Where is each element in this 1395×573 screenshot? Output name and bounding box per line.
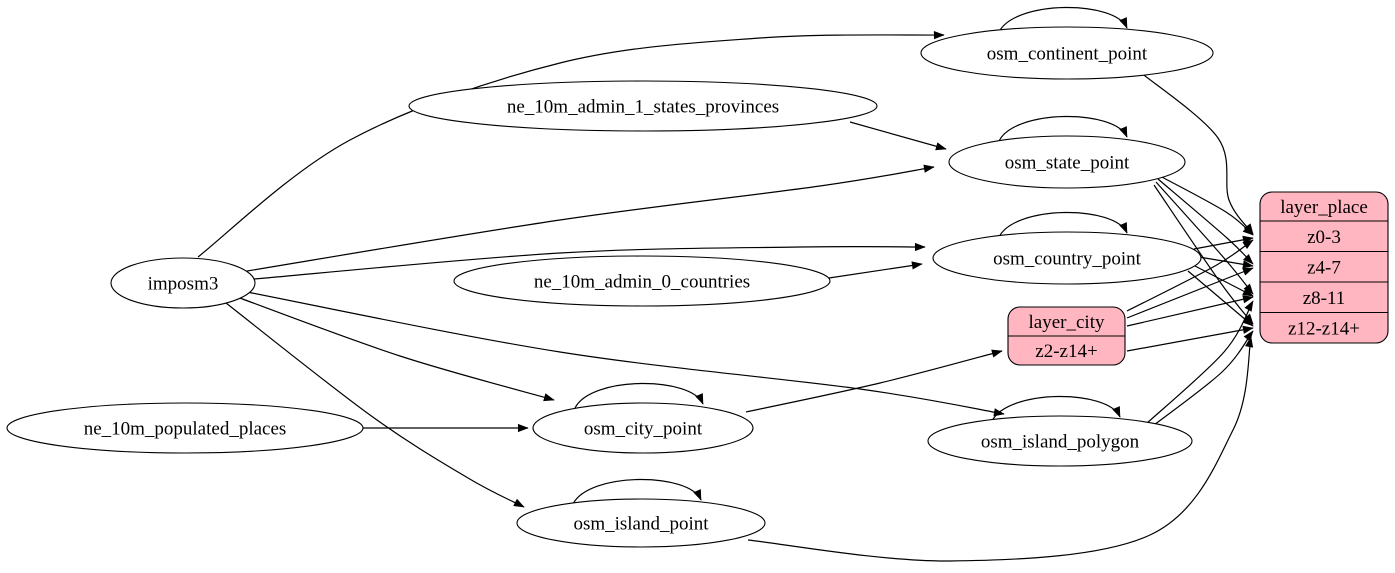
nodes-layer: imposm3 ne_10m_populated_places ne_10m_adm… — [6, 26, 1389, 548]
node-osm_continent_point: osm_continent_point — [920, 26, 1214, 80]
edge-osm_state_point-to-layer_place:z0-3 — [1159, 175, 1254, 236]
layer_place-row-z0-3: z0-3 — [1307, 227, 1341, 248]
edge-osm_country_point-self-loop — [998, 211, 1128, 238]
osm_state_point-label: osm_state_point — [1005, 153, 1130, 174]
edge-osm_country_point-to-layer_place:z8-11 — [1194, 265, 1254, 297]
edge-layer_city-to-layer_place:z12-z14+ — [1126, 325, 1254, 352]
osm_country_point-shape — [932, 231, 1202, 285]
edge-layer_city-to-layer_place:z8-11 — [1126, 295, 1254, 327]
edge-osm_island_polygon-self-loop — [991, 395, 1121, 422]
node-layer_place: layer_place z0-3 z4-7 z8-11 z12-z14+ — [1259, 191, 1389, 344]
edge-imposm3-to-osm_continent_point — [197, 31, 945, 258]
node-osm_island_polygon: osm_island_polygon — [927, 415, 1193, 467]
layer_city-header: layer_city — [1029, 312, 1105, 333]
edge-osm_island_polygon-to-layer_place:z12-z14+ — [1149, 330, 1254, 429]
edge-ne_10m_admin_1_states_provinces-to-osm_state_point — [849, 121, 947, 151]
node-osm_country_point: osm_country_point — [932, 231, 1202, 285]
edge-osm_state_point-to-layer_place:z12-z14+ — [1153, 184, 1254, 325]
edge-imposm3-to-osm_state_point — [246, 164, 935, 272]
layer_place-row-z4-7: z4-7 — [1307, 257, 1341, 278]
osm_island_polygon-shape — [927, 415, 1193, 467]
edge-imposm3-to-osm_country_point — [253, 242, 926, 280]
layer_place-shape — [1259, 191, 1389, 344]
imposm3-shape — [110, 257, 256, 309]
edge-osm_island_point-to-layer_place:z12-z14+ — [747, 336, 1254, 562]
layer_place-row-z12-z14+: z12-z14+ — [1288, 318, 1360, 339]
edge-ne_10m_admin_0_countries-to-osm_country_point — [828, 261, 923, 279]
node-ne_10m_admin_1_states_provinces: ne_10m_admin_1_states_provinces — [408, 80, 878, 132]
edge-osm_country_point-to-layer_place:z4-7 — [1198, 256, 1254, 269]
edge-osm_state_point-to-layer_place:z8-11 — [1155, 181, 1254, 295]
edge-osm_country_point-to-layer_place:z12-z14+ — [1187, 270, 1254, 327]
osm_island_point-label: osm_island_point — [573, 514, 709, 535]
ne_10m_admin_1_states_provinces-shape — [408, 80, 878, 132]
node-ne_10m_populated_places: ne_10m_populated_places — [6, 402, 364, 454]
osm_city_point-shape — [532, 402, 754, 454]
edge-imposm3-to-osm_island_polygon — [246, 291, 1005, 417]
edge-osm_continent_point-self-loop — [998, 6, 1128, 33]
edge-layer_city-to-layer_place:z4-7 — [1126, 267, 1254, 319]
ne_10m_admin_1_states_provinces-label: ne_10m_admin_1_states_provinces — [507, 97, 779, 118]
node-layer_city: layer_city z2-z14+ — [1007, 306, 1126, 366]
edge-osm_continent_point-to-layer_place:z0-3 — [1139, 71, 1254, 235]
layer_place-header: layer_place — [1280, 197, 1368, 218]
edge-imposm3-to-osm_island_point — [225, 302, 525, 508]
edge-osm_island_point-self-loop — [572, 478, 702, 505]
osm_continent_point-shape — [920, 26, 1214, 80]
osm_city_point-label: osm_city_point — [584, 419, 703, 440]
osm_state_point-shape — [948, 135, 1186, 189]
osm_island_polygon-label: osm_island_polygon — [981, 432, 1140, 453]
layer_place-row-z8-11: z8-11 — [1303, 288, 1346, 309]
edge-osm_state_point-self-loop — [998, 115, 1128, 142]
edge-imposm3-to-osm_city_point — [236, 296, 555, 402]
osm_continent_point-label: osm_continent_point — [987, 44, 1148, 65]
edge-layer_city-to-layer_place:z0-3 — [1126, 239, 1254, 312]
ne_10m_admin_0_countries-label: ne_10m_admin_0_countries — [534, 272, 750, 293]
edge-osm_state_point-to-layer_place:z4-7 — [1157, 178, 1254, 265]
node-osm_island_point: osm_island_point — [516, 498, 766, 548]
node-ne_10m_admin_0_countries: ne_10m_admin_0_countries — [453, 255, 831, 307]
edge-osm_city_point-self-loop — [574, 382, 704, 409]
edge-osm_island_polygon-to-layer_place:z8-11 — [1145, 300, 1254, 425]
node-osm_state_point: osm_state_point — [948, 135, 1186, 189]
osm_country_point-label: osm_country_point — [993, 249, 1141, 270]
edges-layer — [197, 6, 1254, 562]
ne_10m_populated_places-label: ne_10m_populated_places — [84, 419, 287, 440]
imposm3-label: imposm3 — [148, 274, 219, 295]
node-osm_city_point: osm_city_point — [532, 402, 754, 454]
ne_10m_admin_0_countries-shape — [453, 255, 831, 307]
edge-osm_city_point-to-layer_city:z2-z14+ — [745, 349, 1003, 413]
node-imposm3: imposm3 — [110, 257, 256, 309]
ne_10m_populated_places-shape — [6, 402, 364, 454]
osm_island_point-shape — [516, 498, 766, 548]
layer_city-row-z2-z14+: z2-z14+ — [1035, 341, 1097, 362]
